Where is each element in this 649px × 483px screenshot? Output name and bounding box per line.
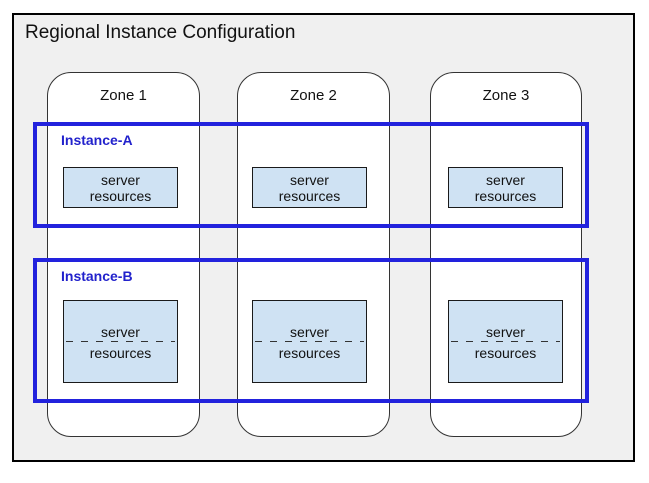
diagram-title: Regional Instance Configuration — [25, 22, 296, 43]
instance-a-label: Instance-A — [61, 132, 133, 148]
server-resources-box-a2: server resources — [252, 167, 367, 208]
dashed-divider — [451, 340, 560, 342]
instance-a-box: Instance-A — [33, 122, 589, 228]
instance-b-box: Instance-B — [33, 258, 589, 403]
server-resources-box-b1: server resources — [63, 300, 178, 383]
zone-1-label: Zone 1 — [100, 87, 147, 104]
server-resources-label: resources — [278, 187, 341, 204]
server-resources-box-a1: server resources — [63, 167, 178, 208]
server-resources-label: resources — [89, 187, 152, 204]
server-resources-label: server — [101, 171, 140, 188]
server-resources-box-b3: server resources — [448, 300, 563, 383]
dashed-divider — [66, 340, 175, 342]
server-resources-label: server — [486, 171, 525, 188]
zone-2-label: Zone 2 — [290, 87, 337, 104]
region-box: Regional Instance Configuration Zone 1 Z… — [12, 13, 635, 462]
server-resources-label: server — [101, 323, 140, 340]
server-resources-label: resources — [278, 344, 341, 361]
server-resources-box-a3: server resources — [448, 167, 563, 208]
server-resources-label: server — [290, 323, 329, 340]
dashed-divider — [255, 340, 364, 342]
zone-3-label: Zone 3 — [482, 87, 530, 104]
server-resources-label: resources — [474, 187, 537, 204]
server-resources-label: resources — [474, 344, 537, 361]
instance-b-label: Instance-B — [61, 268, 133, 284]
server-resources-label: server — [290, 171, 329, 188]
server-resources-label: resources — [89, 344, 152, 361]
server-resources-box-b2: server resources — [252, 300, 367, 383]
server-resources-label: server — [486, 323, 525, 340]
